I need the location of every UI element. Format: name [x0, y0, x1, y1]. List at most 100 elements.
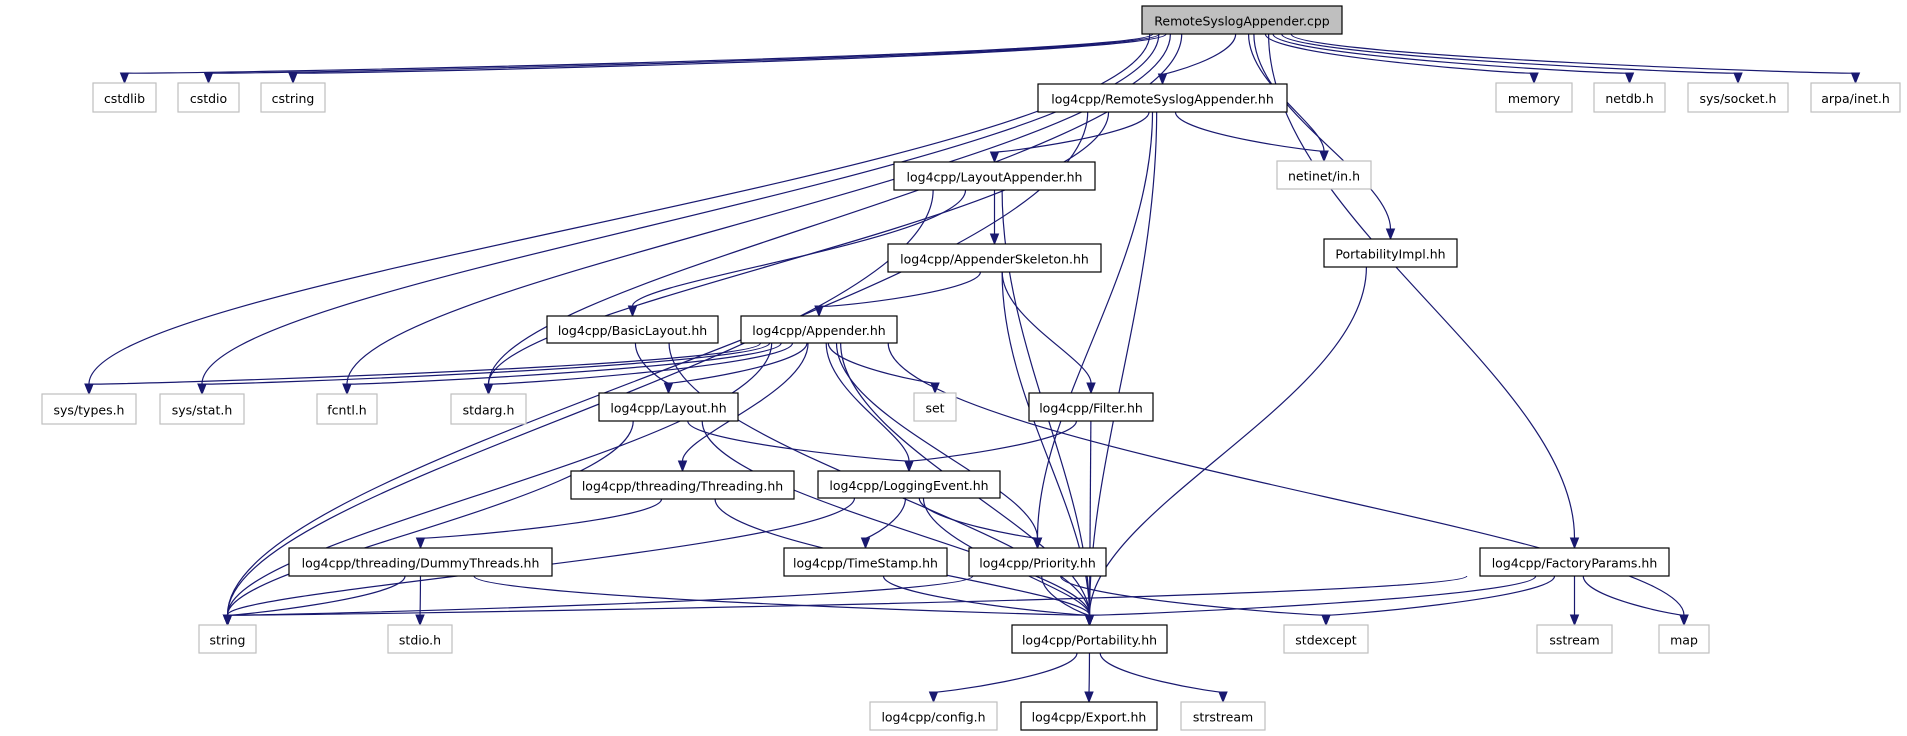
node-label: strstream	[1193, 710, 1253, 725]
node-box	[1495, 82, 1573, 113]
edge-appender-to-threading	[677, 342, 809, 473]
edge-line	[918, 497, 1039, 539]
edge-line	[864, 497, 907, 539]
edge-line	[1264, 33, 1535, 74]
node-box	[1276, 160, 1372, 190]
arrowhead-icon	[1385, 228, 1396, 241]
edge-line	[993, 111, 1150, 153]
edge-line	[1088, 575, 1537, 616]
node-box	[198, 624, 257, 654]
arrowhead-icon	[904, 460, 914, 473]
edge-line	[701, 420, 1091, 616]
edge-layout-to-loggingevent	[687, 420, 914, 473]
edge-filter-to-loggingevent	[904, 420, 1078, 473]
edge-loggingevent-to-timestamp	[860, 497, 907, 550]
node-box	[159, 393, 245, 425]
node-label: stdarg.h	[463, 403, 515, 418]
node-label: log4cpp/Appender.hh	[752, 323, 885, 338]
node-layout[interactable]: log4cpp/Layout.hh	[598, 392, 739, 422]
edge-line	[1036, 111, 1154, 539]
node-box	[288, 547, 553, 577]
edge-line	[1088, 266, 1368, 616]
edge-root-to-inet	[1290, 33, 1861, 85]
node-label: log4cpp/threading/DummyThreads.hh	[302, 556, 540, 571]
node-dummythreads[interactable]: log4cpp/threading/DummyThreads.hh	[288, 547, 553, 577]
edge-line	[1161, 33, 1237, 75]
node-map: map	[1658, 624, 1710, 654]
edge-line	[1001, 271, 1092, 384]
node-rsa_hh[interactable]: log4cpp/RemoteSyslogAppender.hh	[1037, 83, 1288, 113]
node-loggingevent[interactable]: log4cpp/LoggingEvent.hh	[817, 470, 1001, 499]
node-factoryparams[interactable]: log4cpp/FactoryParams.hh	[1479, 547, 1670, 577]
node-appenderskeleton[interactable]: log4cpp/AppenderSkeleton.hh	[887, 243, 1102, 273]
arrowhead-icon	[1569, 614, 1580, 627]
node-label: log4cpp/Portability.hh	[1022, 633, 1157, 648]
edge-line	[1281, 33, 1739, 74]
node-box	[1141, 5, 1343, 35]
node-label: cstring	[272, 91, 315, 106]
arrowhead-icon	[1084, 691, 1094, 704]
node-netdb: netdb.h	[1593, 82, 1666, 113]
edge-appenderskeleton-to-appender	[814, 271, 982, 318]
node-box	[1283, 624, 1369, 654]
edge-priority-to-string	[222, 575, 974, 627]
arrowhead-icon	[197, 383, 207, 396]
node-memory: memory	[1495, 82, 1573, 113]
edge-portability-to-config	[928, 652, 1078, 704]
edge-appender-to-sysstat	[197, 342, 771, 396]
edge-portability-to-strstream	[1099, 652, 1228, 704]
arrowhead-icon	[1157, 73, 1168, 86]
node-label: log4cpp/Layout.hh	[610, 401, 726, 416]
node-filter[interactable]: log4cpp/Filter.hh	[1028, 392, 1154, 422]
edge-line	[226, 575, 406, 616]
node-box	[1180, 701, 1266, 731]
node-config: log4cpp/config.h	[869, 701, 998, 731]
node-root[interactable]: RemoteSyslogAppender.cpp	[1141, 5, 1343, 35]
edge-root-to-cstdlib	[119, 33, 1154, 85]
edge-appender-to-stdarg	[483, 342, 794, 396]
edge-appender-to-layout	[663, 342, 808, 395]
edge-threading-to-dummythreads	[415, 498, 663, 550]
edge-line	[226, 575, 1468, 616]
node-label: sys/stat.h	[172, 403, 233, 418]
edge-appenderskeleton-to-filter	[1001, 271, 1096, 395]
node-label: string	[210, 633, 246, 648]
edge-line	[346, 342, 782, 385]
node-box	[1037, 83, 1288, 113]
node-threading[interactable]: log4cpp/threading/Threading.hh	[570, 470, 795, 500]
node-box	[546, 315, 719, 344]
node-stdexcept: stdexcept	[1283, 624, 1369, 654]
node-export[interactable]: log4cpp/Export.hh	[1020, 701, 1158, 731]
node-box	[450, 393, 527, 425]
node-label: map	[1670, 633, 1698, 648]
arrowhead-icon	[1679, 614, 1689, 627]
edge-dummythreads-to-stdio	[415, 575, 425, 627]
node-portability[interactable]: log4cpp/Portability.hh	[1011, 624, 1168, 654]
arrowhead-icon	[415, 537, 426, 550]
edge-rsa_hh-to-layoutappender	[989, 111, 1150, 164]
edge-line	[226, 420, 634, 616]
edge-line	[882, 575, 1091, 616]
node-appender[interactable]: log4cpp/Appender.hh	[740, 315, 898, 344]
node-label: set	[925, 401, 944, 416]
edge-line	[667, 342, 808, 384]
edge-line	[419, 498, 663, 539]
node-layoutappender[interactable]: log4cpp/LayoutAppender.hh	[893, 161, 1096, 191]
edge-line	[207, 33, 1160, 74]
node-label: netdb.h	[1605, 91, 1653, 106]
edge-line	[681, 342, 809, 462]
node-stdio: stdio.h	[387, 624, 453, 654]
node-label: stdio.h	[399, 633, 441, 648]
node-priority[interactable]: log4cpp/Priority.hh	[968, 547, 1107, 577]
arrowhead-icon	[222, 614, 233, 627]
edge-root-to-netdb	[1272, 33, 1635, 85]
node-timestamp[interactable]: log4cpp/TimeStamp.hh	[783, 547, 948, 577]
node-portabilityimpl[interactable]: PortabilityImpl.hh	[1323, 238, 1458, 268]
node-basiclayout[interactable]: log4cpp/BasicLayout.hh	[546, 315, 719, 344]
arrowhead-icon	[1529, 72, 1539, 85]
node-box	[598, 392, 739, 422]
node-box	[316, 393, 378, 425]
node-label: memory	[1508, 91, 1561, 106]
